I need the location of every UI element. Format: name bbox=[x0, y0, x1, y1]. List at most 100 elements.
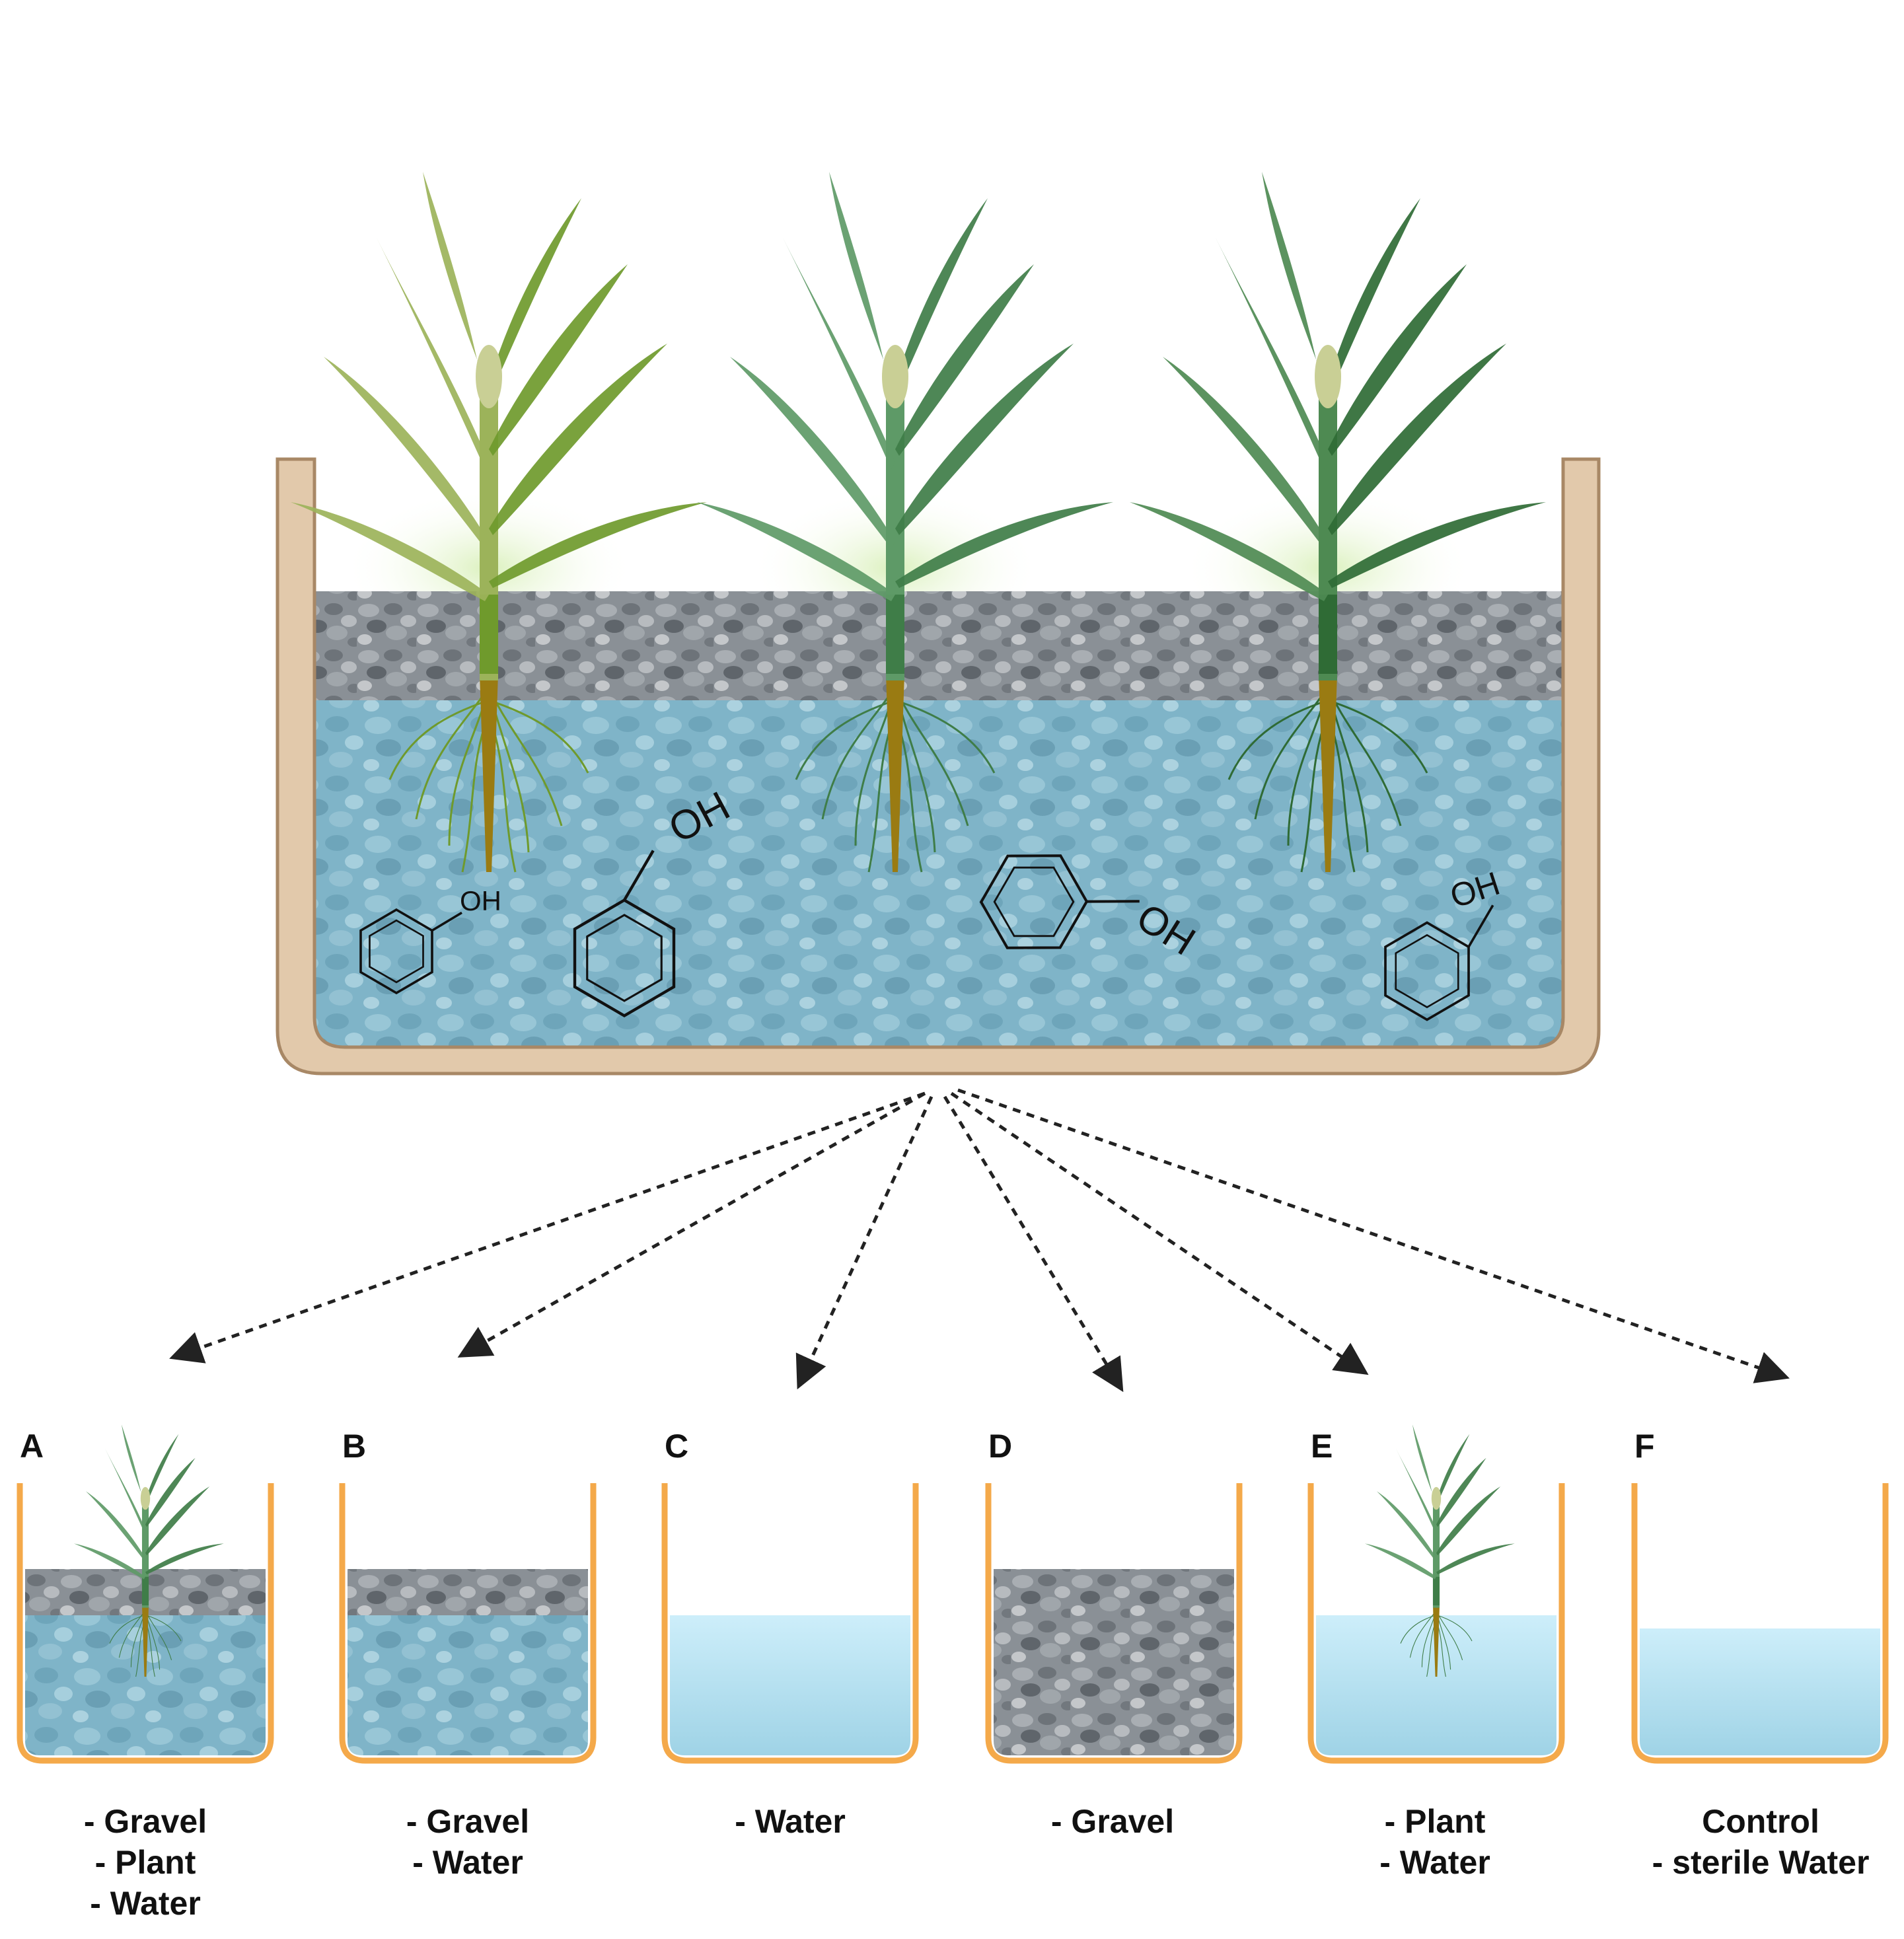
root-strand bbox=[415, 686, 490, 820]
tank-wall bbox=[275, 457, 1601, 1076]
reed-plant-icon bbox=[697, 172, 1113, 873]
cup-wall bbox=[661, 1483, 919, 1764]
plant-leaf bbox=[145, 1543, 224, 1575]
plant-leaf bbox=[895, 198, 988, 390]
panel-e-line: - Plant bbox=[1384, 1803, 1486, 1840]
plant-leaf bbox=[324, 357, 489, 548]
plant-leaf bbox=[1436, 1543, 1515, 1575]
plant-leaf bbox=[1328, 264, 1467, 456]
cup-gravel bbox=[994, 1569, 1234, 1755]
plant-leaf bbox=[489, 264, 628, 456]
plant-leaf bbox=[1262, 172, 1328, 396]
dashed-arrow-icon bbox=[795, 1095, 934, 1390]
plant-leaf bbox=[1328, 502, 1546, 588]
panel-cup-b bbox=[339, 1483, 597, 1764]
seed-head bbox=[476, 345, 502, 408]
plant-leaf bbox=[1216, 238, 1328, 469]
cup-wall bbox=[985, 1483, 1243, 1764]
plant-stem bbox=[1432, 1505, 1440, 1608]
plant-leaf bbox=[1365, 1543, 1436, 1580]
plant-stem-base bbox=[480, 595, 498, 674]
cup-water-gravel bbox=[348, 1615, 588, 1755]
panel-plants bbox=[73, 1424, 1515, 1677]
cup-water bbox=[1316, 1615, 1556, 1755]
dashed-arrow-icon bbox=[950, 1091, 1369, 1375]
plant-leaf bbox=[291, 502, 489, 601]
plant-stem-base bbox=[141, 1576, 149, 1605]
seed-head bbox=[1315, 345, 1341, 408]
plant-leaf bbox=[1395, 1448, 1436, 1532]
plant-leaf bbox=[489, 502, 707, 588]
dashed-arrow-icon bbox=[169, 1091, 926, 1364]
phenol-molecule-icon bbox=[573, 850, 676, 1018]
root-strand bbox=[1227, 699, 1329, 780]
root-strand bbox=[895, 699, 996, 774]
panel-description-a: - Gravel - Plant - Water bbox=[13, 1801, 277, 1924]
panel-letter-b: B bbox=[342, 1428, 367, 1465]
taproot bbox=[141, 1605, 149, 1677]
plant-leaf bbox=[122, 1424, 145, 1506]
reed-plant-icon bbox=[1365, 1424, 1515, 1677]
dashed-arrow-icon bbox=[957, 1088, 1790, 1383]
panel-cup-e bbox=[1307, 1483, 1565, 1764]
water-gravel-layer bbox=[314, 700, 1563, 1047]
panel-e-line: - Water bbox=[1379, 1844, 1490, 1881]
root-strand bbox=[821, 686, 897, 820]
phenol-oh-label: OH bbox=[460, 885, 501, 916]
plant-leaf bbox=[1328, 198, 1420, 390]
plant-stem bbox=[141, 1505, 149, 1608]
plant-leaf bbox=[1436, 1434, 1470, 1504]
plant-leaf bbox=[73, 1543, 145, 1580]
panel-a-line: - Plant bbox=[94, 1844, 196, 1881]
plant-leaf bbox=[1130, 502, 1328, 601]
root-strand bbox=[1400, 1614, 1437, 1644]
distribution-arrows bbox=[169, 1088, 1790, 1393]
panel-description-c: - Water bbox=[658, 1801, 922, 1842]
root-strand bbox=[145, 1614, 182, 1642]
panel-c-line: - Water bbox=[735, 1803, 846, 1840]
panel-cup-f bbox=[1631, 1483, 1889, 1764]
cup-wall bbox=[1631, 1483, 1889, 1764]
taproot bbox=[886, 674, 904, 872]
main-plants bbox=[291, 172, 1546, 873]
plant-stem-base bbox=[886, 595, 904, 674]
plant-leaf bbox=[730, 357, 895, 548]
panel-cup-c bbox=[661, 1483, 919, 1764]
plant-leaf bbox=[145, 1434, 179, 1504]
seed-head bbox=[882, 345, 908, 408]
plant-leaf bbox=[1328, 344, 1506, 535]
gravel-layer bbox=[314, 591, 1563, 704]
cup-water-gravel bbox=[25, 1615, 266, 1755]
root-strand bbox=[488, 699, 589, 774]
panel-letter-d: D bbox=[988, 1428, 1013, 1465]
plant-leaf bbox=[895, 502, 1113, 588]
panel-letter-f: F bbox=[1634, 1428, 1655, 1465]
taproot bbox=[1319, 674, 1337, 872]
plant-stem-base bbox=[1432, 1576, 1440, 1605]
reed-plant-icon bbox=[73, 1424, 224, 1677]
panel-a-line: - Water bbox=[90, 1885, 201, 1922]
seed-head bbox=[140, 1486, 151, 1510]
phenol-molecule-icon bbox=[359, 908, 462, 995]
plant-leaf bbox=[423, 172, 489, 396]
panel-description-e: - Plant - Water bbox=[1303, 1801, 1567, 1883]
panel-description-d: - Gravel bbox=[980, 1801, 1245, 1842]
seed-head bbox=[1431, 1486, 1442, 1510]
plant-leaf bbox=[377, 238, 489, 469]
root-strand bbox=[1327, 699, 1428, 774]
plant-stem-base bbox=[1319, 595, 1337, 674]
plant-leaf bbox=[489, 198, 581, 390]
cup-gravel-layer bbox=[348, 1569, 588, 1615]
cup-water bbox=[1640, 1628, 1880, 1755]
plant-leaf bbox=[895, 264, 1034, 456]
cup-wall bbox=[339, 1483, 597, 1764]
plant-leaf bbox=[104, 1448, 145, 1532]
plant-leaf bbox=[1436, 1486, 1501, 1556]
panel-description-b: - Gravel - Water bbox=[336, 1801, 600, 1883]
plant-leaf bbox=[145, 1457, 196, 1527]
panel-letter-e: E bbox=[1311, 1428, 1333, 1465]
panel-cup-d bbox=[985, 1483, 1243, 1764]
cup-water bbox=[670, 1615, 910, 1755]
plant-leaf bbox=[1412, 1424, 1436, 1506]
